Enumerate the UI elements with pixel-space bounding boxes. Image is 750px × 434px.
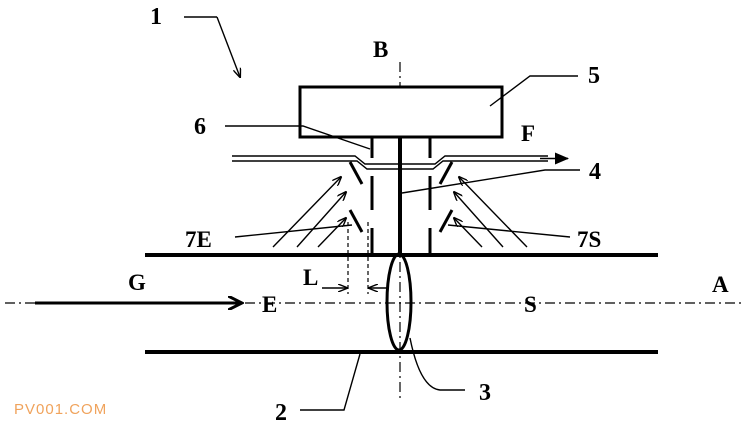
left-arrow-1 <box>272 177 341 248</box>
box-5 <box>298 85 504 139</box>
right-flap-lower <box>438 209 454 233</box>
label-dim-l: L <box>303 265 318 290</box>
watermark: PV001.COM <box>14 401 107 418</box>
right-arrow-2 <box>454 192 504 248</box>
label-ref-3: 3 <box>479 380 491 406</box>
left-flap-lower <box>348 209 364 233</box>
left-flap-upper <box>348 161 364 185</box>
leader-5 <box>489 75 578 107</box>
left-arrow-3 <box>317 218 346 248</box>
flow-f-channel-bottom <box>232 160 548 170</box>
leader-6 <box>225 125 371 150</box>
left-arrow-2 <box>296 192 346 248</box>
leader-4 <box>401 169 580 194</box>
label-ref-2: 2 <box>275 400 287 426</box>
label-ref-7e: 7E <box>185 227 212 252</box>
leader-2 <box>300 353 361 411</box>
label-flow-f: F <box>521 121 535 146</box>
label-flow-g: G <box>128 270 146 295</box>
label-device-1: 1 <box>150 4 162 30</box>
label-ref-6: 6 <box>194 114 206 140</box>
leader-1-arrow <box>216 16 240 77</box>
leader-3 <box>409 337 465 391</box>
right-arrow-1 <box>459 177 528 248</box>
label-axis-a: A <box>712 272 729 297</box>
leader-7s <box>447 224 571 238</box>
label-ref-7s: 7S <box>577 227 601 252</box>
label-ref-4: 4 <box>589 159 601 185</box>
right-arrow-3 <box>454 218 483 248</box>
label-point-s: S <box>524 292 537 317</box>
label-point-e: E <box>262 292 277 317</box>
lens-element <box>385 252 413 352</box>
label-axis-b: B <box>373 37 388 62</box>
leader-7e <box>234 224 353 238</box>
flow-f-channel-top <box>232 155 548 165</box>
label-box-5: 5 <box>588 63 600 89</box>
right-flap-upper <box>438 161 454 185</box>
